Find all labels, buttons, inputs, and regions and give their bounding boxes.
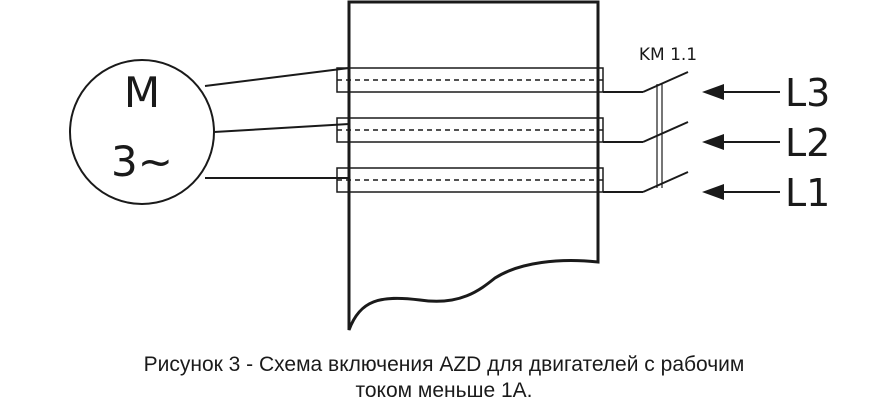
phase-label-l3: L3 — [785, 71, 830, 115]
motor-wire-l2 — [213, 123, 350, 133]
motor-label-phase: 3~ — [111, 137, 173, 186]
sensor-l2 — [336, 117, 604, 143]
phase-label-l1: L1 — [785, 171, 830, 215]
arrow-head-l3 — [702, 84, 724, 100]
sensor-l1 — [336, 167, 604, 193]
device-body — [347, 0, 600, 331]
switch-l1 — [642, 171, 689, 193]
motor-label-m: M — [124, 68, 160, 117]
caption-line-1: Рисунок 3 - Схема включения AZD для двиг… — [143, 353, 745, 376]
caption-line-2: током меньше 1А. — [355, 379, 533, 402]
arrow-head-l1 — [702, 184, 724, 200]
switch-l2 — [642, 121, 689, 143]
motor-wire-l3 — [204, 67, 350, 87]
switch-l3 — [642, 71, 689, 93]
phase-label-l2: L2 — [785, 121, 830, 165]
arrow-head-l2 — [702, 134, 724, 150]
contactor-label: KM 1.1 — [639, 45, 697, 65]
sensor-l3 — [336, 67, 604, 93]
